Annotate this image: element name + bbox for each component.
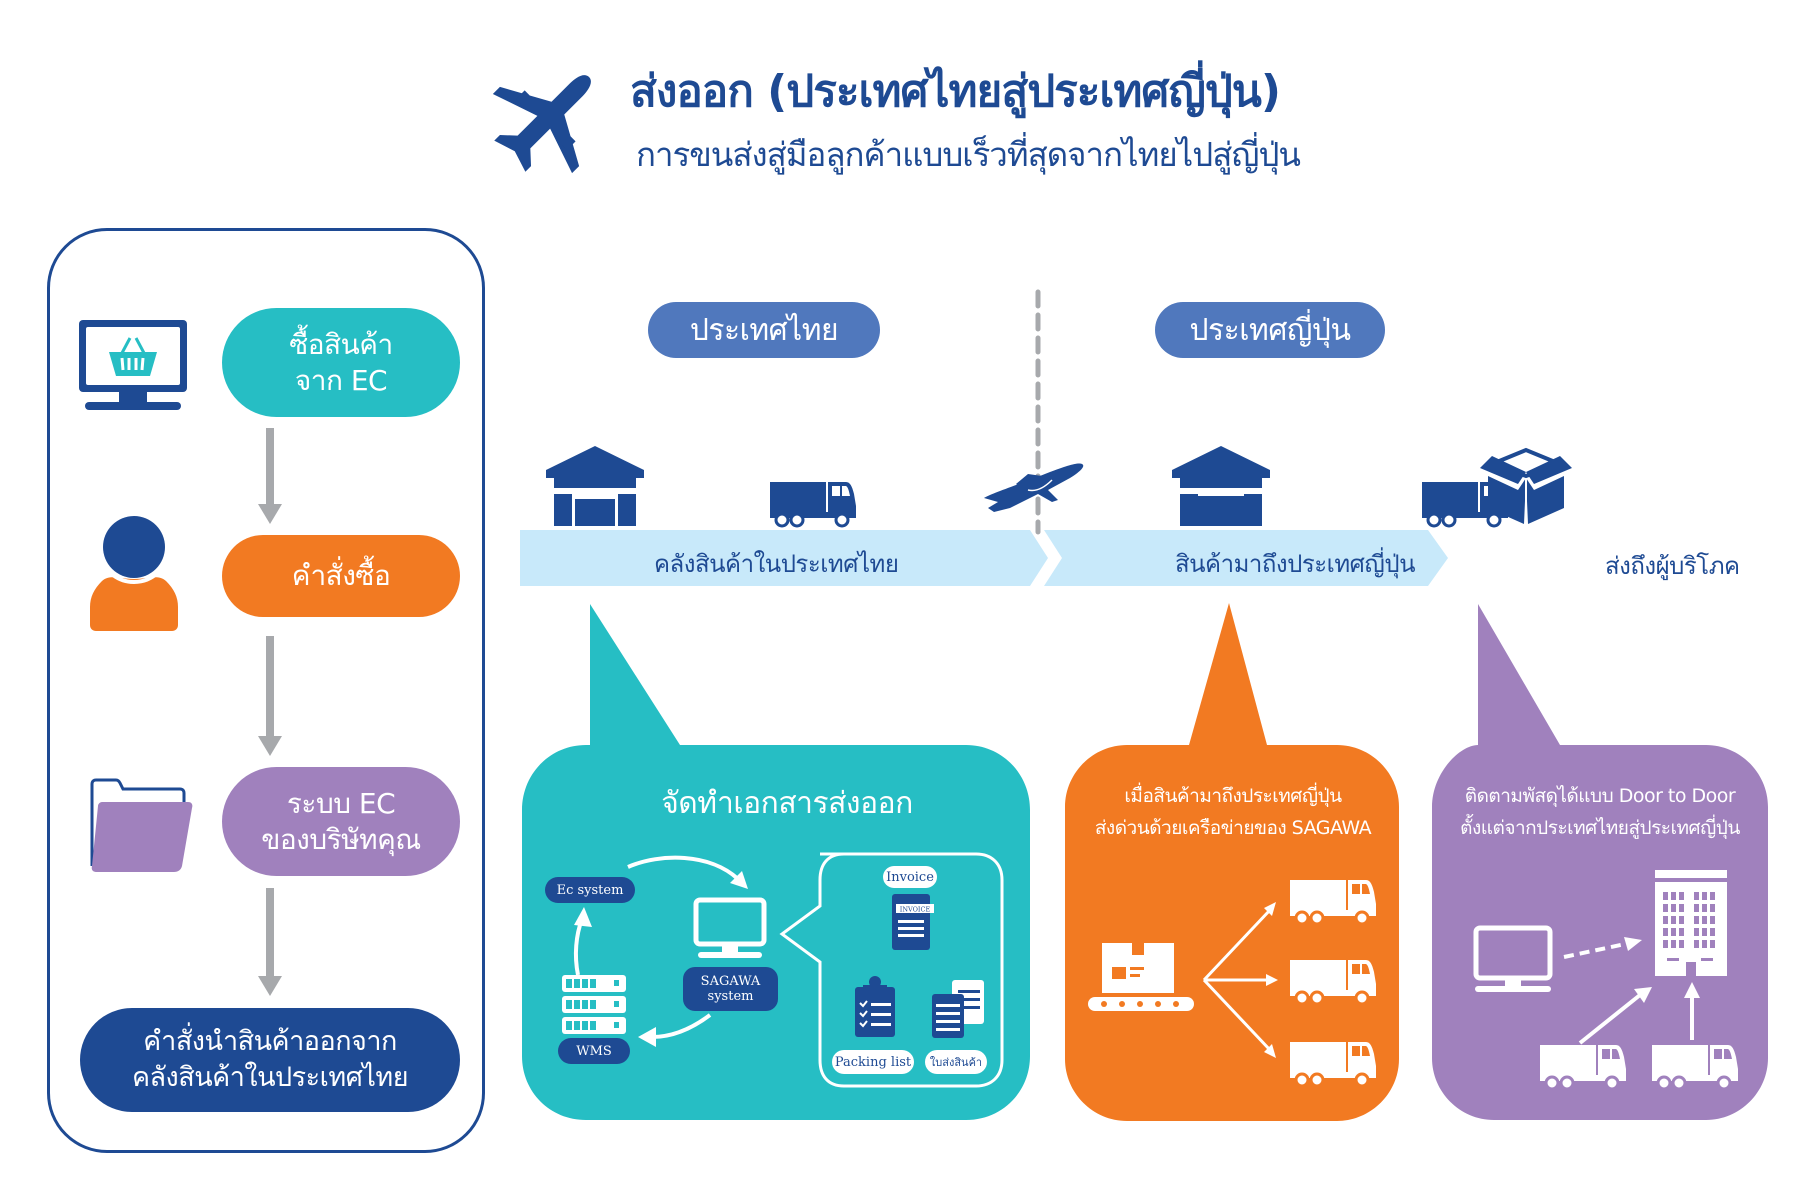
tracking-line: ติดตามพัสดุได้แบบ Door to Door [1464,785,1736,807]
region-thailand: ประเทศไทย [648,302,880,358]
warehouse-icon [546,446,644,526]
dashed-arrow [1563,937,1642,959]
invoice-header-text: INVOICE [900,906,931,914]
page-title: ส่งออก (ประเทศไทยสู่ประเทศญี่ปุ่น) [630,66,1281,117]
computer-icon [693,897,767,958]
ec-system-tag: Ec system [545,877,635,903]
computer-basket-icon [79,320,187,410]
airplane-takeoff-icon [984,463,1084,512]
step-purchase-order: คำสั่งซื้อ [222,535,460,617]
server-icon [562,975,626,1034]
tracking-text: ติดตามพัสดุได้แบบ Door to Door ตั้งแต่จา… [1430,780,1770,844]
person-icon [90,510,178,631]
truck-icon [1290,960,1376,1006]
japan-delivery-text: เมื่อสินค้ามาถึงประเทศญี่ปุ่น ส่งด่วนด้ว… [1065,780,1401,844]
office-building-icon [1655,870,1727,976]
sagawa-system-line: system [707,989,754,1004]
distribution-arrows [1202,902,1278,1058]
arrow-down-icon [258,888,282,996]
step-label-line: คลังสินค้าในประเทศไทย [131,1062,409,1093]
step-warehouse-release-order: คำสั่งนำสินค้าออกจาก คลังสินค้าในประเทศไ… [80,1008,460,1112]
invoice-document-icon: INVOICE [892,894,934,950]
open-box-icon [1480,447,1572,524]
step-label-line: คำสั่งนำสินค้าออกจาก [143,1026,397,1057]
invoice-tag: Invoice [883,866,937,888]
page-subtitle: การขนส่งสู่มือลูกค้าแบบเร็วที่สุดจากไทยไ… [636,135,1301,174]
step-label-line: จาก EC [294,363,388,397]
japan-delivery-line: ส่งด่วนด้วยเครือข่ายของ SAGAWA [1094,817,1372,839]
step-label-line: ระบบ EC [286,786,396,820]
arrow-down-icon [258,428,282,524]
export-docs-bubble [522,604,1030,1120]
delivery-note-tag: ใบส่งสินค้า [925,1050,987,1074]
sagawa-system-tag: SAGAWA system [683,967,778,1011]
sagawa-system-line: SAGAWA [700,974,761,989]
timeline-band [520,530,1448,586]
computer-icon [1473,925,1553,992]
stage-arrived-japan-label: สินค้ามาถึงประเทศญี่ปุ่น [1175,550,1416,578]
export-docs-title: จัดทำเอกสารส่งออก [661,786,913,821]
cycle-arrows [573,855,748,1047]
wms-tag: WMS [558,1038,630,1064]
folder-icon [90,778,193,872]
step-label-line: ของบริษัทคุณ [261,822,421,856]
region-japan: ประเทศญี่ปุ่น [1155,302,1385,358]
diagonal-arrow [1578,987,1652,1045]
truck-icon [1290,880,1376,926]
stacked-documents-icon [932,980,984,1038]
up-arrow [1684,982,1700,1040]
truck-icon [1540,1045,1626,1091]
truck-icon [770,482,856,528]
stage-delivered-label: ส่งถึงผู้บริโภค [1605,552,1740,580]
arrow-down-icon [258,636,282,756]
warehouse-icon [1172,446,1270,526]
order-flow-panel [47,228,485,1153]
tracking-line: ตั้งแต่จากประเทศไทยสู่ประเทศญี่ปุ่น [1460,817,1740,839]
step-buy-from-ec: ซื้อสินค้า จาก EC [222,308,460,417]
clipboard-checklist-icon [855,976,895,1037]
airplane-icon [492,75,591,174]
step-your-ec-system: ระบบ EC ของบริษัทคุณ [222,767,460,876]
documents-callout [779,852,1004,1088]
truck-icon [1652,1045,1738,1091]
truck-icon [1290,1042,1376,1088]
stage-thai-warehouse-label: คลังสินค้าในประเทศไทย [654,550,899,578]
step-label-line: คำสั่งซื้อ [291,559,391,592]
packing-list-tag: Packing list [832,1050,914,1074]
japan-delivery-line: เมื่อสินค้ามาถึงประเทศญี่ปุ่น [1124,785,1342,807]
conveyor-package-icon [1088,943,1194,1011]
step-label-line: ซื้อสินค้า [289,327,393,361]
